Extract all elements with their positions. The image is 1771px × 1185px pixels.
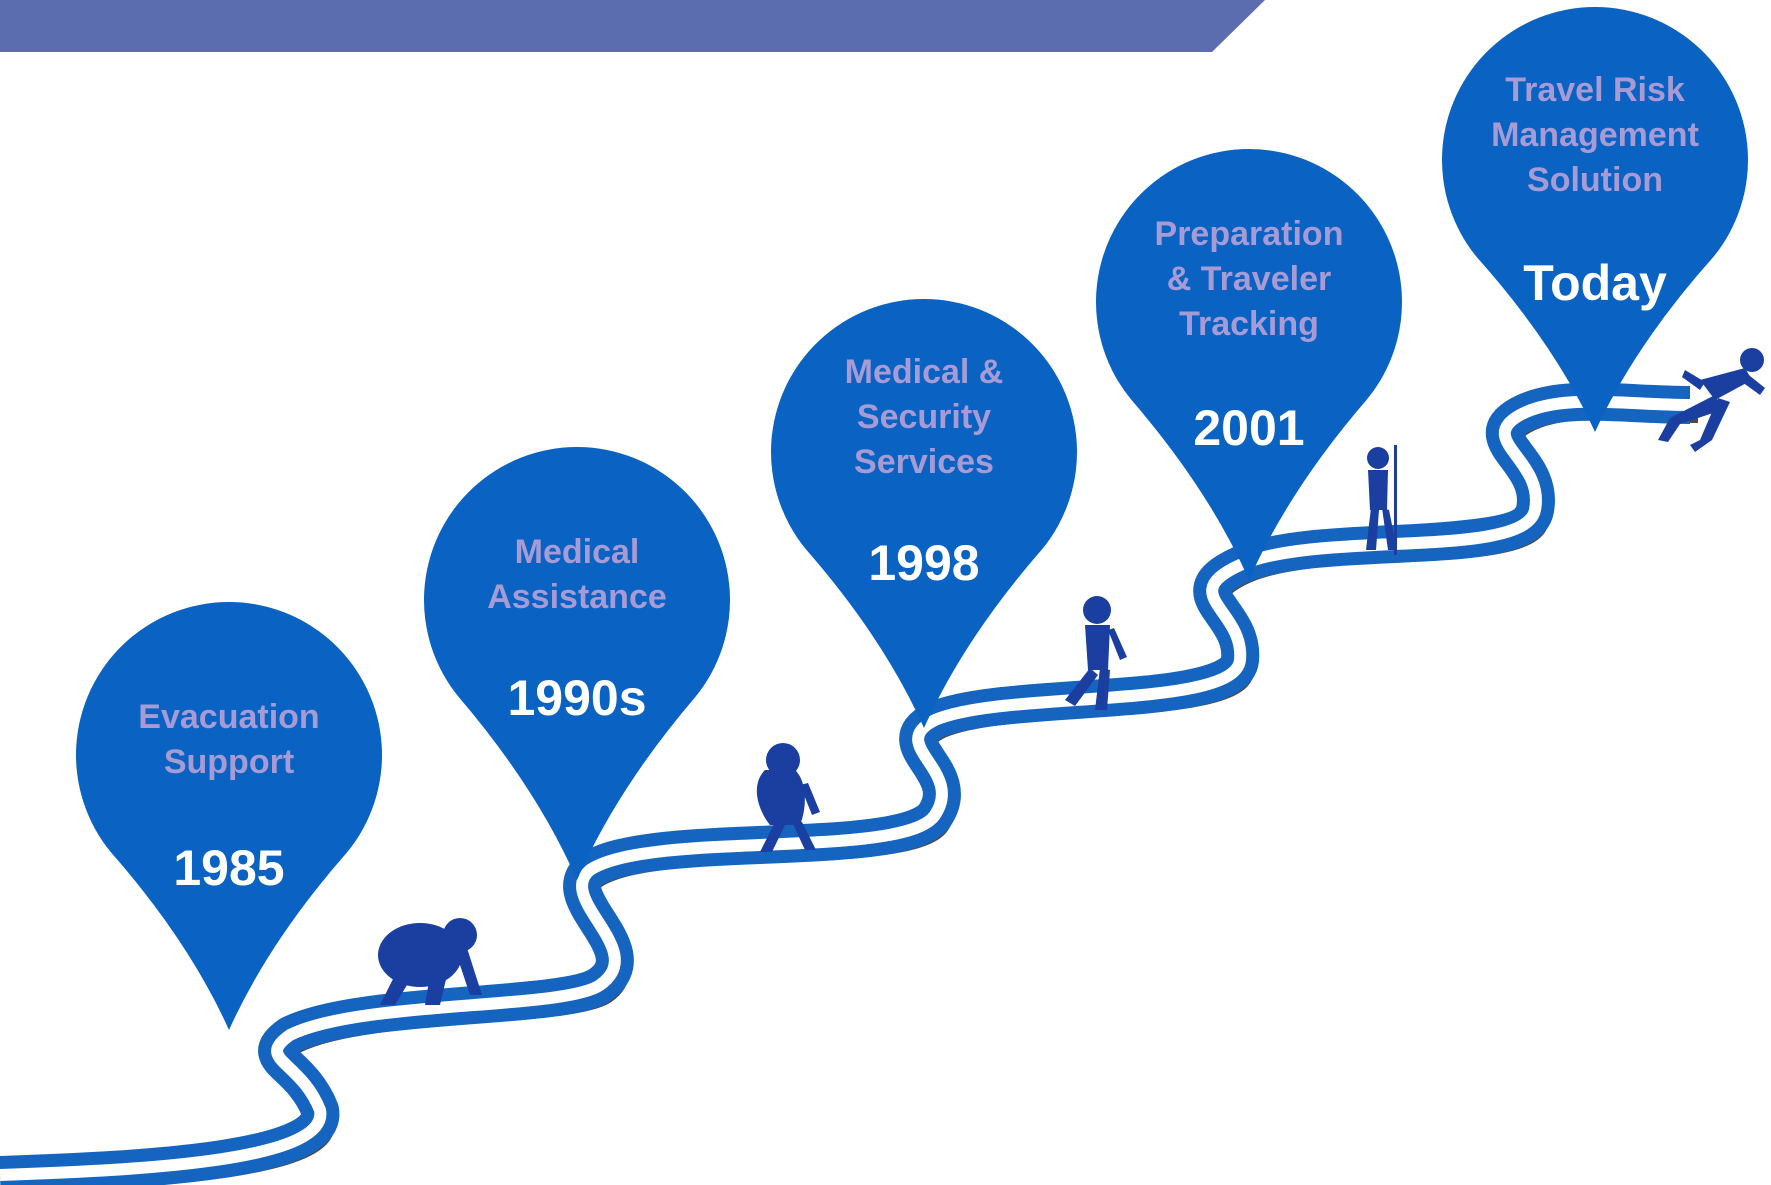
milestone-label-line: Tracking bbox=[1179, 305, 1319, 343]
milestone-label-line: Support bbox=[163, 743, 295, 781]
evolution-figures bbox=[378, 348, 1765, 1005]
spear-human-figure-icon bbox=[1366, 445, 1397, 555]
milestone-year: 1990s bbox=[507, 670, 647, 726]
running-human-figure-icon bbox=[1658, 348, 1765, 452]
milestone-year: 1985 bbox=[173, 840, 285, 896]
walking-human-figure-icon bbox=[1065, 596, 1127, 710]
map-pin-4 bbox=[1096, 149, 1402, 580]
winding-road bbox=[0, 382, 1699, 1185]
milestone-year: 1998 bbox=[868, 535, 980, 591]
milestone-label-line: Medical & bbox=[844, 353, 1004, 391]
milestone-label-line: Travel Risk bbox=[1505, 71, 1685, 109]
milestone-label-line: Medical bbox=[514, 533, 640, 571]
map-pin-2 bbox=[424, 447, 731, 880]
map-pins bbox=[76, 6, 1749, 1030]
milestone-label-line: Security bbox=[856, 398, 992, 436]
milestone-label-line: Services bbox=[854, 443, 994, 481]
map-pin-3 bbox=[771, 299, 1078, 728]
milestone-label-line: Preparation bbox=[1154, 215, 1344, 253]
map-pin-1 bbox=[76, 602, 383, 1030]
milestone-label-line: Management bbox=[1491, 116, 1699, 154]
early-hominid-figure-icon bbox=[756, 743, 820, 852]
milestone-label-line: & Traveler bbox=[1166, 260, 1332, 298]
milestone-label-line: Assistance bbox=[487, 578, 667, 616]
milestone-year: 2001 bbox=[1193, 400, 1305, 456]
milestone-year: Today bbox=[1523, 255, 1667, 311]
ape-figure-icon bbox=[378, 918, 482, 1005]
header-bar bbox=[0, 0, 1265, 52]
milestone-label-line: Evacuation bbox=[138, 698, 320, 736]
map-pin-5 bbox=[1442, 6, 1749, 433]
milestone-label-line: Solution bbox=[1527, 161, 1663, 199]
road-center-line bbox=[0, 395, 1691, 1181]
